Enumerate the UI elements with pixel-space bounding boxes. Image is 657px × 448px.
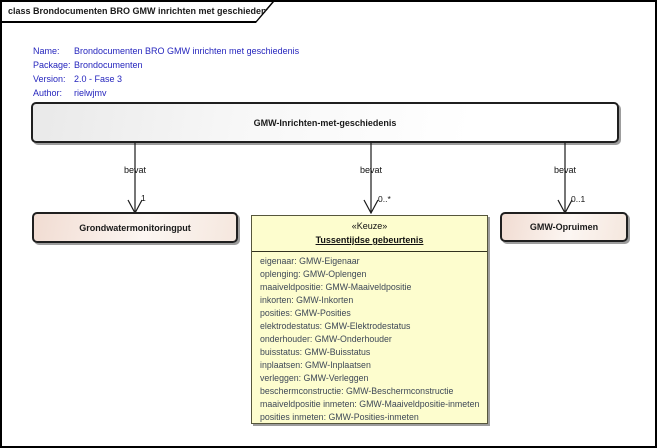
relationship-label-bevat-left: bevat xyxy=(123,165,147,175)
attribute-row: posities: GMW-Posities xyxy=(260,308,351,318)
meta-author-label: Author: xyxy=(33,88,63,98)
attribute-row: inkorten: GMW-Inkorten xyxy=(260,295,354,305)
relationship-label-bevat-right: bevat xyxy=(553,165,577,175)
class-box-grondwatermonitoringput[interactable]: Grondwatermonitoringput xyxy=(32,212,238,243)
relationship-arrow-middle xyxy=(363,143,379,214)
attribute-row: maaiveldpositie: GMW-Maaiveldpositie xyxy=(260,282,412,292)
multiplicity-label-left: 1 xyxy=(141,193,146,203)
metadata-row-author: Author: rielwjmv xyxy=(33,86,299,100)
class-name: Tussentijdse gebeurtenis xyxy=(315,235,424,245)
frame-title-tab: class Brondocumenten BRO GMW inrichten m… xyxy=(2,2,274,23)
meta-package-value: Brondocumenten xyxy=(74,60,143,70)
class-name: GMW-Inrichten-met-geschiedenis xyxy=(253,117,397,128)
relationship-label-bevat-middle: bevat xyxy=(359,165,383,175)
metadata-row-package: Package: Brondocumenten xyxy=(33,58,299,72)
metadata-row-name: Name: Brondocumenten BRO GMW inrichten m… xyxy=(33,44,299,58)
class-name: GMW-Opruimen xyxy=(529,222,599,232)
attribute-list: eigenaar: GMW-Eigenaar oplenging: GMW-Op… xyxy=(252,252,487,424)
stereotype-label: «Keuze» xyxy=(351,221,388,231)
attribute-row: oplenging: GMW-Oplengen xyxy=(260,269,367,279)
attribute-row: buisstatus: GMW-Buisstatus xyxy=(260,347,371,357)
class-box-gmw-opruimen[interactable]: GMW-Opruimen xyxy=(500,212,628,242)
meta-name-value: Brondocumenten BRO GMW inrichten met ges… xyxy=(74,46,300,56)
meta-package-label: Package: xyxy=(33,60,71,70)
attribute-row: inplaatsen: GMW-Inplaatsen xyxy=(260,360,371,370)
attribute-row: eigenaar: GMW-Eigenaar xyxy=(260,256,360,266)
metadata-block: Name: Brondocumenten BRO GMW inrichten m… xyxy=(33,44,299,100)
attribute-row: maaiveldpositie inmeten: GMW-Maaiveldpos… xyxy=(260,399,480,409)
choice-header: «Keuze» Tussentijdse gebeurtenis xyxy=(252,216,487,252)
multiplicity-label-middle: 0..* xyxy=(378,194,391,204)
class-name: Grondwatermonitoringput xyxy=(79,222,191,233)
frame-title: class Brondocumenten BRO GMW inrichten m… xyxy=(8,6,275,16)
metadata-row-version: Version: 2.0 - Fase 3 xyxy=(33,72,299,86)
attribute-row: posities inmeten: GMW-Posities-inmeten xyxy=(260,412,419,422)
class-box-tussentijdse-gebeurtenis[interactable]: «Keuze» Tussentijdse gebeurtenis eigenaa… xyxy=(251,215,488,424)
relationship-arrow-left xyxy=(127,143,143,214)
attribute-row: elektrodestatus: GMW-Elektrodestatus xyxy=(260,321,411,331)
class-box-gmw-inrichten-met-geschiedenis[interactable]: GMW-Inrichten-met-geschiedenis xyxy=(31,102,619,143)
attribute-row: verleggen: GMW-Verleggen xyxy=(260,373,369,383)
meta-author-value: rielwjmv xyxy=(74,88,107,98)
multiplicity-label-right: 0..1 xyxy=(571,194,586,204)
meta-name-label: Name: xyxy=(33,46,60,56)
attribute-row: beschermconstructie: GMW-Beschermconstru… xyxy=(260,386,454,396)
frame-title-tab-fill xyxy=(2,2,272,21)
meta-version-value: 2.0 - Fase 3 xyxy=(74,74,123,84)
attribute-row: onderhouder: GMW-Onderhouder xyxy=(260,334,392,344)
meta-version-label: Version: xyxy=(33,74,66,84)
